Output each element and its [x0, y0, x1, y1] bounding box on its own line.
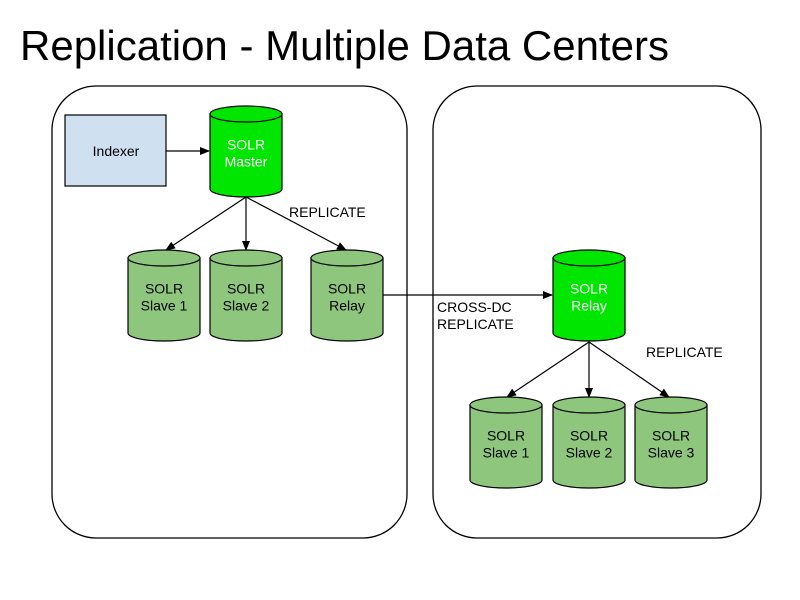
- cylinder-top: [310, 249, 384, 267]
- replicate-label-dc2: REPLICATE: [646, 344, 723, 360]
- arrow-master-to-slave1: [165, 196, 247, 251]
- node-label-line-1: SOLR: [652, 428, 690, 444]
- node-label-line-2: Slave 3: [648, 445, 695, 461]
- cylinder-top: [552, 249, 626, 267]
- cylinder-top: [469, 396, 543, 414]
- replicate-label-dc1: REPLICATE: [289, 204, 366, 220]
- indexer-label: Indexer: [93, 143, 140, 159]
- node-label-line-2: Slave 2: [566, 445, 613, 461]
- indexer-node: Indexer: [64, 114, 167, 187]
- arrow-relay-to-slave3: [588, 341, 670, 398]
- node-label-line-2: Master: [225, 154, 268, 170]
- cylinder-body: [310, 257, 384, 342]
- node-label-line-2: Relay: [329, 298, 365, 314]
- cylinder-top: [634, 396, 708, 414]
- cylinder-top: [552, 396, 626, 414]
- cross-dc-label-line-1: CROSS-DC: [437, 299, 512, 315]
- node-label-line-1: SOLR: [570, 428, 608, 444]
- node-label-line-1: SOLR: [487, 428, 525, 444]
- arrow-master-to-relay: [245, 196, 347, 251]
- cylinder-body: [209, 257, 283, 342]
- node-label-line-2: Slave 1: [483, 445, 530, 461]
- cylinder-body: [552, 257, 626, 342]
- node-label-line-2: Slave 1: [141, 298, 188, 314]
- cylinder-body: [469, 404, 543, 489]
- page-title: Replication - Multiple Data Centers: [20, 22, 669, 69]
- node-label-line-1: SOLR: [145, 281, 183, 297]
- arrow-relay-to-slave1: [506, 341, 590, 398]
- cylinder-body: [209, 113, 283, 198]
- node-label-line-1: SOLR: [570, 281, 608, 297]
- cylinder-body: [552, 404, 626, 489]
- cylinder-body: [634, 404, 708, 489]
- node-label-line-1: SOLR: [227, 281, 265, 297]
- cylinder-top: [209, 105, 283, 123]
- cross-dc-label-line-2: REPLICATE: [437, 316, 514, 332]
- connectors: [165, 147, 670, 398]
- cylinder-top: [209, 249, 283, 267]
- node-label-line-1: SOLR: [227, 137, 265, 153]
- cylinder-top: [127, 249, 201, 267]
- cylinder-body: [127, 257, 201, 342]
- node-label-line-2: Relay: [571, 298, 607, 314]
- node-label-line-1: SOLR: [328, 281, 366, 297]
- node-label-line-2: Slave 2: [223, 298, 270, 314]
